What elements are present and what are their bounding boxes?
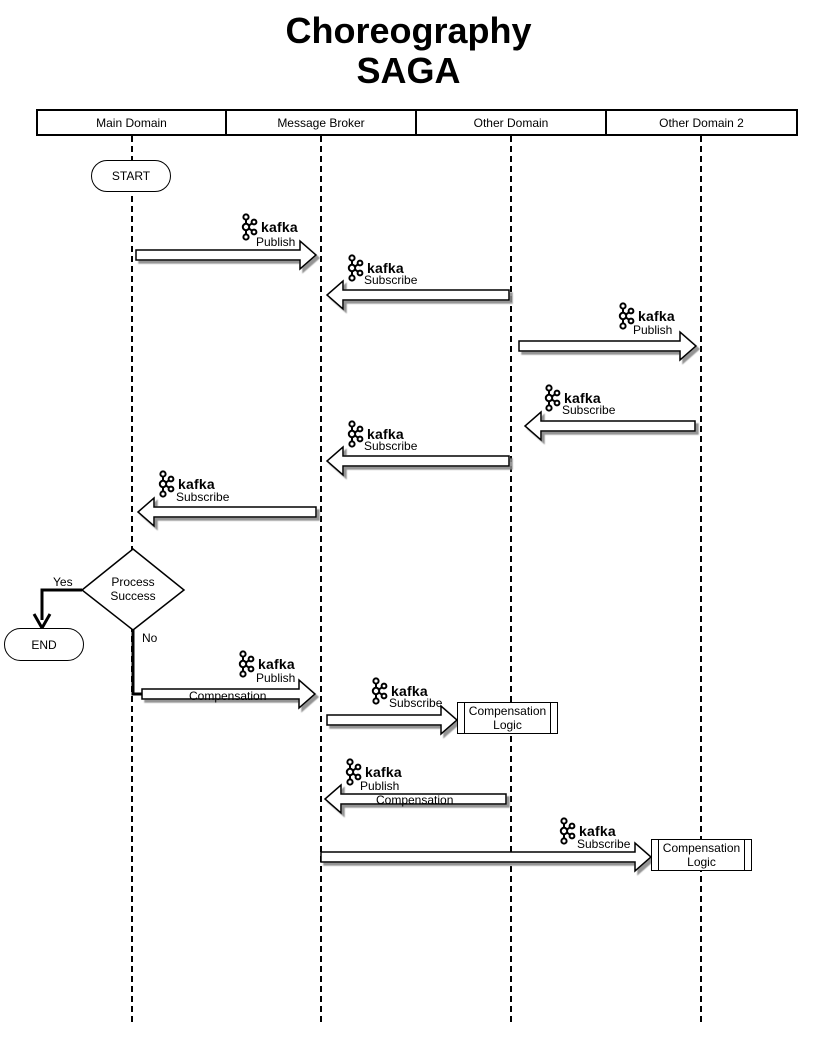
compensation-logic-box-other-domain-2: Compensation Logic [651, 839, 752, 871]
no-connector [131, 630, 142, 696]
message-action-label-3: Publish [633, 323, 673, 337]
comp-logic-1-line2: Logic [493, 718, 522, 732]
kafka-wordmark: kafka [365, 764, 402, 780]
kafka-logo-2: kafka [346, 254, 404, 282]
message-arrow-8-right [326, 704, 459, 736]
kafka-logo-3: kafka [617, 302, 675, 330]
message-arrow-7-right [141, 678, 317, 710]
message-arrow-10-right [320, 841, 653, 873]
message-arrow-6-left [136, 496, 317, 528]
kafka-logo-7: kafka [237, 650, 295, 678]
yes-label: Yes [53, 575, 73, 589]
message-action-label-2: Subscribe [364, 273, 418, 287]
kafka-logo-10: kafka [558, 817, 616, 845]
message-arrow-9-left [323, 783, 507, 815]
message-action-label-1: Publish [256, 235, 296, 249]
kafka-wordmark: kafka [579, 823, 616, 839]
diagram-title-line1: Choreography [285, 10, 532, 51]
comp-logic-1-line1: Compensation [468, 704, 547, 718]
kafka-wordmark: kafka [367, 260, 404, 276]
message-arrow-2-left [325, 279, 510, 311]
decision-label: Process Success [94, 575, 172, 603]
lifeline-message-broker [320, 136, 322, 1022]
kafka-wordmark: kafka [367, 426, 404, 442]
message-arrow-4-left [523, 410, 696, 442]
message-action-label-9: Publish [360, 779, 400, 793]
kafka-wordmark: kafka [261, 219, 298, 235]
kafka-logo-icon [345, 758, 362, 786]
kafka-logo-icon [238, 650, 255, 678]
message-arrow-5-left [325, 445, 510, 477]
lifeline-other-domain-2 [700, 136, 702, 1022]
decision-label-line2: Success [110, 589, 156, 603]
kafka-logo-icon [241, 213, 258, 241]
message-action-label-7: Publish [256, 671, 296, 685]
kafka-logo-icon [347, 420, 364, 448]
kafka-wordmark: kafka [391, 683, 428, 699]
kafka-logo-8: kafka [370, 677, 428, 705]
end-terminator: END [4, 628, 84, 661]
kafka-logo-icon [559, 817, 576, 845]
kafka-logo-icon [618, 302, 635, 330]
lane-header-other-domain: Other Domain [417, 109, 607, 136]
start-terminator: START [91, 160, 171, 192]
diagram-title-line2: SAGA [356, 50, 461, 91]
message-text-label-7: Compensation [189, 689, 267, 703]
kafka-logo-6: kafka [157, 470, 215, 498]
message-arrow-3-right [518, 330, 698, 362]
kafka-logo-icon [158, 470, 175, 498]
lane-header-message-broker: Message Broker [227, 109, 417, 136]
message-arrows [135, 239, 698, 873]
message-action-label-10: Subscribe [577, 837, 631, 851]
lifeline-other-domain [510, 136, 512, 1022]
kafka-wordmark: kafka [258, 656, 295, 672]
comp-logic-2-line2: Logic [687, 855, 716, 869]
message-arrow-1-right [135, 239, 318, 271]
message-action-label-6: Subscribe [176, 490, 230, 504]
message-action-label-8: Subscribe [389, 696, 443, 710]
kafka-logo-icon [371, 677, 388, 705]
kafka-wordmark: kafka [178, 476, 215, 492]
kafka-logo-1: kafka [240, 213, 298, 241]
kafka-logo-4: kafka [543, 384, 601, 412]
compensation-logic-box-other-domain: Compensation Logic [457, 702, 558, 734]
message-action-label-5: Subscribe [364, 439, 418, 453]
kafka-wordmark: kafka [564, 390, 601, 406]
message-text-label-9: Compensation [376, 793, 454, 807]
kafka-logo-icon [347, 254, 364, 282]
yes-connector [40, 588, 82, 620]
no-label: No [142, 631, 158, 645]
message-action-label-4: Subscribe [562, 403, 616, 417]
comp-logic-2-line1: Compensation [662, 841, 741, 855]
lane-header-other-domain-2: Other Domain 2 [607, 109, 798, 136]
decision-label-line1: Process [111, 575, 155, 589]
kafka-logo-9: kafka [344, 758, 402, 786]
kafka-wordmark: kafka [638, 308, 675, 324]
kafka-logo-icon [544, 384, 561, 412]
kafka-logo-5: kafka [346, 420, 404, 448]
lane-header-main-domain: Main Domain [36, 109, 227, 136]
